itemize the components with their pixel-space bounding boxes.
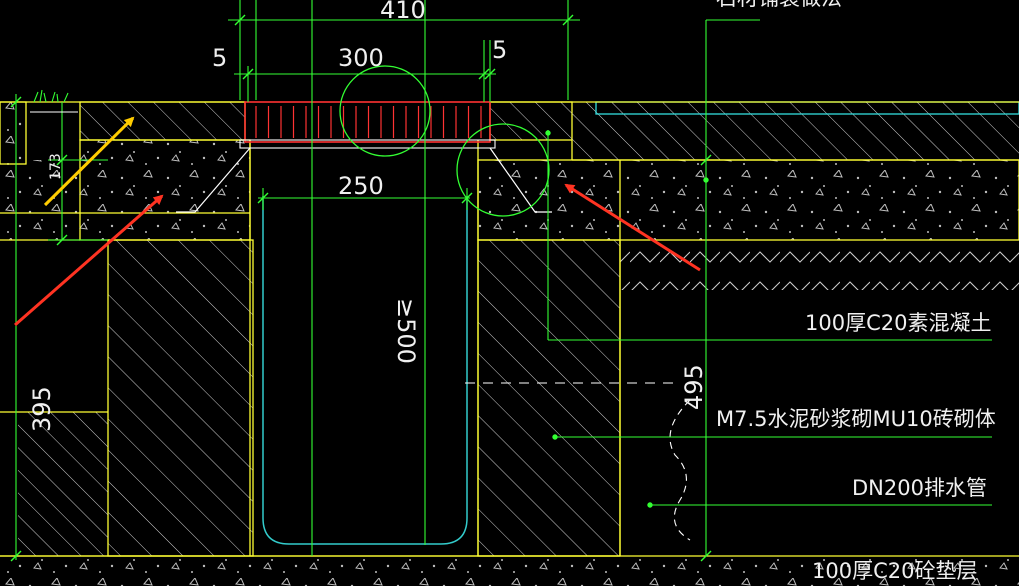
detail-circle-bracket bbox=[456, 123, 550, 217]
stone-paving-right bbox=[572, 102, 1019, 160]
arrow-red-left bbox=[14, 194, 164, 327]
top-partial-label: 石材铺装做法 bbox=[716, 0, 842, 10]
concrete-layer-far-left bbox=[0, 160, 80, 240]
arrow-red-right bbox=[564, 183, 701, 272]
drain-grate bbox=[239, 101, 496, 149]
masonry-wall-right bbox=[477, 239, 621, 557]
dim-right-height: 495 bbox=[680, 364, 708, 410]
dim-right-gap: 5 bbox=[492, 36, 507, 64]
dim-left-gap: 5 bbox=[212, 44, 227, 72]
masonry-far-left bbox=[18, 412, 108, 556]
arrow-yellow-annotation bbox=[43, 116, 135, 207]
label-concrete: 100厚C20素混凝土 bbox=[805, 311, 991, 335]
masonry-wall-left bbox=[107, 239, 254, 557]
grass-icon bbox=[30, 89, 78, 113]
dim-channel-width: 250 bbox=[338, 172, 384, 200]
concrete-layer-right bbox=[477, 159, 1019, 241]
angle-bracket-right bbox=[489, 147, 552, 213]
dim-grate-width: 300 bbox=[338, 44, 384, 72]
curb-stone bbox=[0, 101, 27, 165]
dim-curb-height: 173 bbox=[48, 153, 64, 180]
compacted-earth bbox=[620, 240, 1019, 290]
label-masonry: M7.5水泥砂浆砌MU10砖砌体 bbox=[716, 407, 996, 431]
dim-left-height: 395 bbox=[28, 386, 56, 432]
angle-bracket-left bbox=[176, 147, 251, 213]
detail-circle-grate bbox=[339, 65, 431, 157]
label-pipe: DN200排水管 bbox=[852, 476, 987, 500]
dim-top-width: 410 bbox=[380, 0, 426, 24]
dimension-lines bbox=[15, 0, 992, 560]
cushion-layer bbox=[0, 556, 1019, 586]
label-cushion: 100厚C20砼垫层 bbox=[812, 559, 977, 583]
dimension-ticks bbox=[10, 14, 712, 562]
channel-liner bbox=[262, 196, 468, 545]
grate-bars bbox=[255, 106, 482, 138]
pipe-profile bbox=[669, 399, 691, 541]
paving-slab-left bbox=[79, 101, 246, 141]
concrete-layer-left bbox=[79, 139, 251, 241]
dim-depth: ≥500 bbox=[392, 298, 420, 364]
